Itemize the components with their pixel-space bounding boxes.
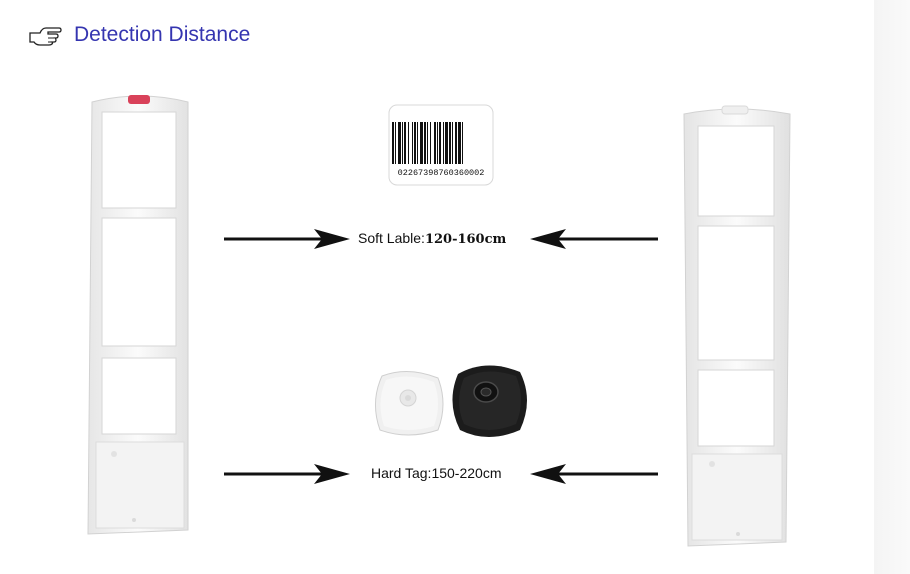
barcode-bar [449, 122, 451, 164]
barcode-bar [452, 122, 453, 164]
barcode-bar [408, 122, 409, 164]
barcode-bar [437, 122, 438, 164]
arrow-right-top [224, 229, 350, 249]
soft-label-barcode: 02267398760360002 [388, 104, 494, 186]
right-security-gate [683, 105, 791, 547]
barcode-bar [445, 122, 448, 164]
barcode-number: 02267398760360002 [398, 168, 485, 178]
alarm-light [128, 95, 150, 104]
barcode-bar [455, 122, 457, 164]
barcode-bar [417, 122, 418, 164]
barcode-bar [412, 122, 413, 164]
barcode-bar [430, 122, 431, 164]
barcode-bar [404, 122, 406, 164]
section-header: Detection Distance [28, 20, 250, 50]
pointing-hand-icon [29, 27, 62, 46]
hard-tag-white [375, 371, 444, 436]
arrow-left-bottom [530, 464, 658, 484]
barcode-bar [395, 122, 396, 164]
soft-label-prefix: Soft Lable: [358, 230, 425, 246]
barcode-bar [439, 122, 441, 164]
page-title: Detection Distance [74, 23, 251, 46]
hard-tag-distance: Hard Tag:150-220cm [371, 465, 502, 481]
left-security-gate [87, 95, 189, 535]
barcode-bar [414, 122, 416, 164]
barcode-bar [462, 122, 463, 164]
arrow-right-bottom [224, 464, 350, 484]
soft-label-distance: Soft Lable:120-160cm [358, 230, 506, 247]
right-edge-shade [874, 0, 910, 574]
barcode-bar [402, 122, 403, 164]
barcode-bar [392, 122, 394, 164]
barcode-bar [434, 122, 436, 164]
barcode-image: 02267398760360002 [388, 104, 494, 186]
soft-label-range: 120-160cm [424, 232, 507, 247]
arrow-left-top [530, 229, 658, 249]
barcode-bar [443, 122, 444, 164]
barcode-bar [424, 122, 426, 164]
barcode-bar [398, 122, 401, 164]
hard-tag-black [452, 365, 527, 437]
barcode-bar [420, 122, 423, 164]
barcode-bar [458, 122, 461, 164]
barcode-bar [427, 122, 428, 164]
